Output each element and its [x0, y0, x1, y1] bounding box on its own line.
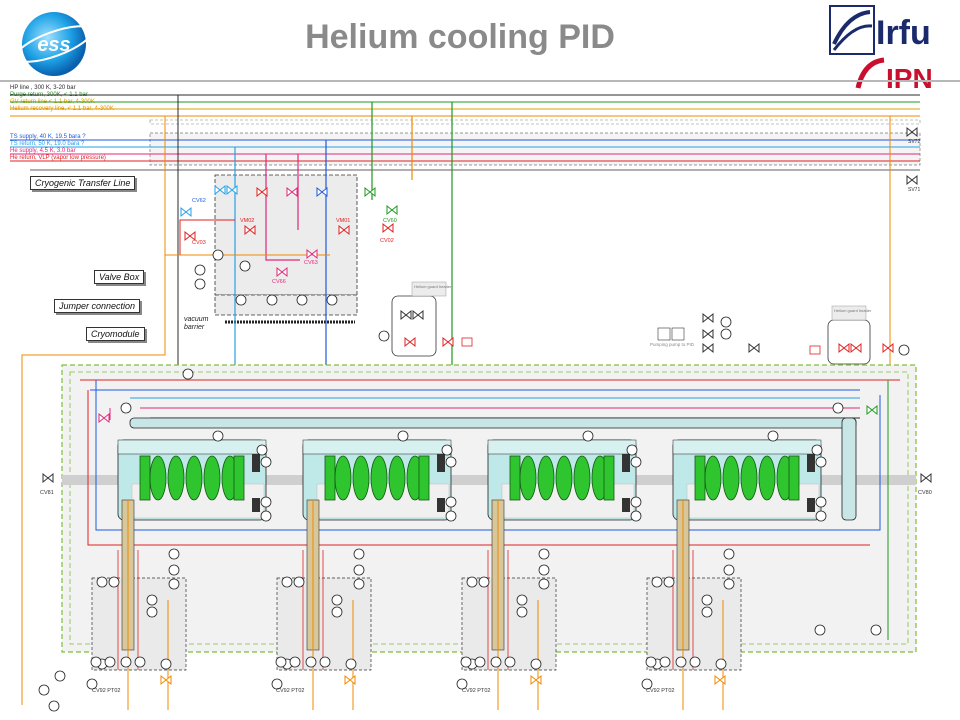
irfu-ipn-logo: Irfu IPN: [829, 5, 933, 90]
svg-text:CV80: CV80: [918, 490, 932, 496]
vacuum-barrier-label: vacuum barrier: [184, 316, 209, 331]
svg-text:IPN: IPN: [886, 63, 933, 90]
legend-ts-return: TS return, 50 K, 19.0 bara ?: [10, 141, 85, 147]
legend-ts-supply: TS supply, 40 K, 19.5 bara ?: [10, 134, 86, 140]
zone-label-cryomodule: Cryomodule: [86, 327, 145, 341]
svg-text:SV71: SV71: [908, 187, 920, 193]
coupler-2: [271, 499, 372, 710]
zone-label-jumper: Jumper connection: [54, 299, 141, 313]
svg-text:CV66: CV66: [272, 279, 286, 285]
cryostat-2: [302, 430, 457, 522]
svg-text:CV03: CV03: [192, 240, 206, 246]
svg-text:CV81: CV81: [40, 490, 54, 496]
svg-text:CV92 PT02: CV92 PT02: [92, 688, 120, 694]
svg-text:CV62: CV62: [192, 198, 206, 204]
svg-text:CV92 PT02: CV92 PT02: [646, 688, 674, 694]
svg-text:VM02: VM02: [240, 218, 254, 224]
coupler-1: [86, 499, 187, 710]
svg-text:CV60: CV60: [383, 218, 397, 224]
zone-label-valve-box: Valve Box: [94, 270, 145, 284]
svg-text:Helium guard header: Helium guard header: [834, 308, 872, 313]
svg-text:CV92 PT02: CV92 PT02: [462, 688, 490, 694]
svg-text:CV63: CV63: [304, 260, 318, 266]
legend-he-supply: He supply, 4.5 K, 3.0 bar: [10, 148, 76, 154]
header-lines: [10, 94, 921, 171]
svg-text:CV92 PT02: CV92 PT02: [276, 688, 304, 694]
ess-logo: ess: [15, 12, 93, 76]
page-title: Helium cooling PID: [305, 18, 615, 56]
svg-text:CV02: CV02: [380, 238, 394, 244]
svg-text:VM01: VM01: [336, 218, 350, 224]
svg-text:Helium guard header: Helium guard header: [414, 284, 452, 289]
coupler-3: [456, 499, 557, 710]
svg-text:Irfu: Irfu: [876, 14, 931, 52]
cryostat-1: [117, 430, 272, 522]
svg-text:SV72: SV72: [908, 139, 920, 145]
cryostat-3: [487, 430, 642, 522]
coupler-4: [641, 499, 742, 710]
svg-text:Pumping pump to PID: Pumping pump to PID: [650, 342, 695, 347]
pid-diagram: CV62 CV03 VM02 VM01 CV02 CV63 CV66 CV60 …: [10, 94, 932, 712]
vertical-drops: [21, 95, 891, 705]
header-rule: [0, 80, 960, 82]
svg-text:ess: ess: [37, 34, 70, 56]
legend-hp: HP line , 300 K, 3-20 bar: [10, 85, 76, 91]
legend-he-return: He return, VLP (vapor low pressure): [10, 155, 106, 161]
cryostat-4: [672, 430, 827, 522]
zone-label-transfer-line: Cryogenic Transfer Line: [30, 176, 136, 190]
